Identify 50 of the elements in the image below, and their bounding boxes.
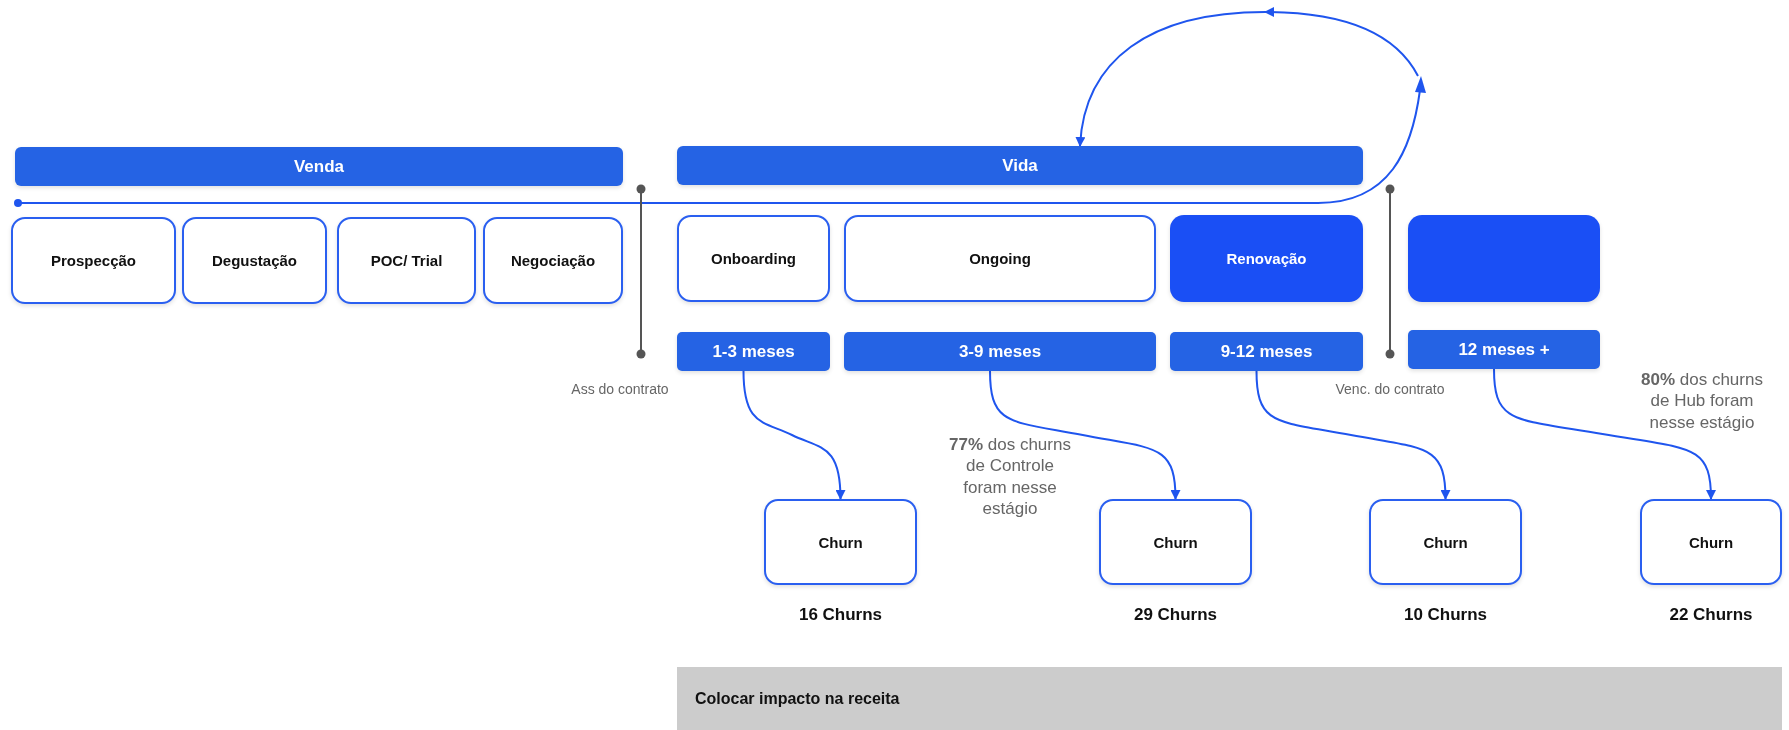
note-text: 80% dos churns de Hub foram nesse estágio bbox=[1640, 369, 1764, 433]
box-label: Churn bbox=[1153, 533, 1198, 551]
box-label: 9-12 meses bbox=[1220, 341, 1313, 362]
churn-count: 22 Churns bbox=[1669, 605, 1753, 625]
phase-bar bbox=[15, 147, 623, 186]
box-label: POC/ Trial bbox=[370, 252, 443, 269]
duration-bar bbox=[1170, 332, 1363, 371]
arrow bbox=[1255, 370, 1451, 500]
arrow bbox=[742, 370, 846, 500]
churn-count: 10 Churns bbox=[1403, 605, 1488, 625]
stage-box bbox=[483, 217, 623, 304]
note-text: Venc. do contrato bbox=[1334, 381, 1446, 399]
box-label: Churn bbox=[818, 533, 863, 551]
phase-bar bbox=[677, 146, 1363, 185]
arrow bbox=[1493, 368, 1716, 500]
box-label: Renovação bbox=[1226, 250, 1307, 267]
arrow bbox=[989, 370, 1181, 500]
stage-box bbox=[11, 217, 176, 304]
box-label: Churn bbox=[1423, 533, 1468, 551]
churn-box bbox=[1640, 499, 1782, 585]
box-label: Vida bbox=[1002, 155, 1038, 176]
arrow bbox=[1075, 7, 1419, 147]
box-label: Ongoing bbox=[969, 250, 1031, 267]
box-label: Churn bbox=[1688, 533, 1734, 551]
note-text: 77% dos churns de Controle foram nesse estágio bbox=[948, 434, 1072, 519]
box-label: Venda bbox=[293, 156, 345, 177]
duration-bar bbox=[1408, 330, 1600, 369]
duration-bar bbox=[677, 332, 830, 371]
churn-box bbox=[764, 499, 917, 585]
duration-bar bbox=[844, 332, 1156, 371]
churn-box bbox=[1099, 499, 1252, 585]
stage-box bbox=[337, 217, 476, 304]
box-label: Negociação bbox=[510, 252, 596, 269]
box-label: 3-9 meses bbox=[958, 341, 1042, 362]
note-panel bbox=[677, 667, 1782, 730]
churn-count: 29 Churns bbox=[1133, 605, 1218, 625]
note-text: Ass do contrato bbox=[570, 381, 670, 399]
stage-box bbox=[677, 215, 830, 302]
churn-count: 16 Churns bbox=[798, 605, 883, 625]
box-label: Colocar impacto na receita bbox=[695, 689, 900, 708]
box-label: 1-3 meses bbox=[712, 341, 795, 362]
stage-box bbox=[1170, 215, 1363, 302]
box-label: Onboarding bbox=[711, 250, 796, 267]
box-label: Degustação bbox=[212, 252, 297, 269]
stage-box bbox=[1408, 215, 1600, 302]
box-label: 12 meses + bbox=[1458, 339, 1550, 360]
box-label: Prospecção bbox=[50, 252, 136, 269]
stage-box bbox=[844, 215, 1156, 302]
stage-box bbox=[182, 217, 327, 304]
churn-box bbox=[1369, 499, 1522, 585]
